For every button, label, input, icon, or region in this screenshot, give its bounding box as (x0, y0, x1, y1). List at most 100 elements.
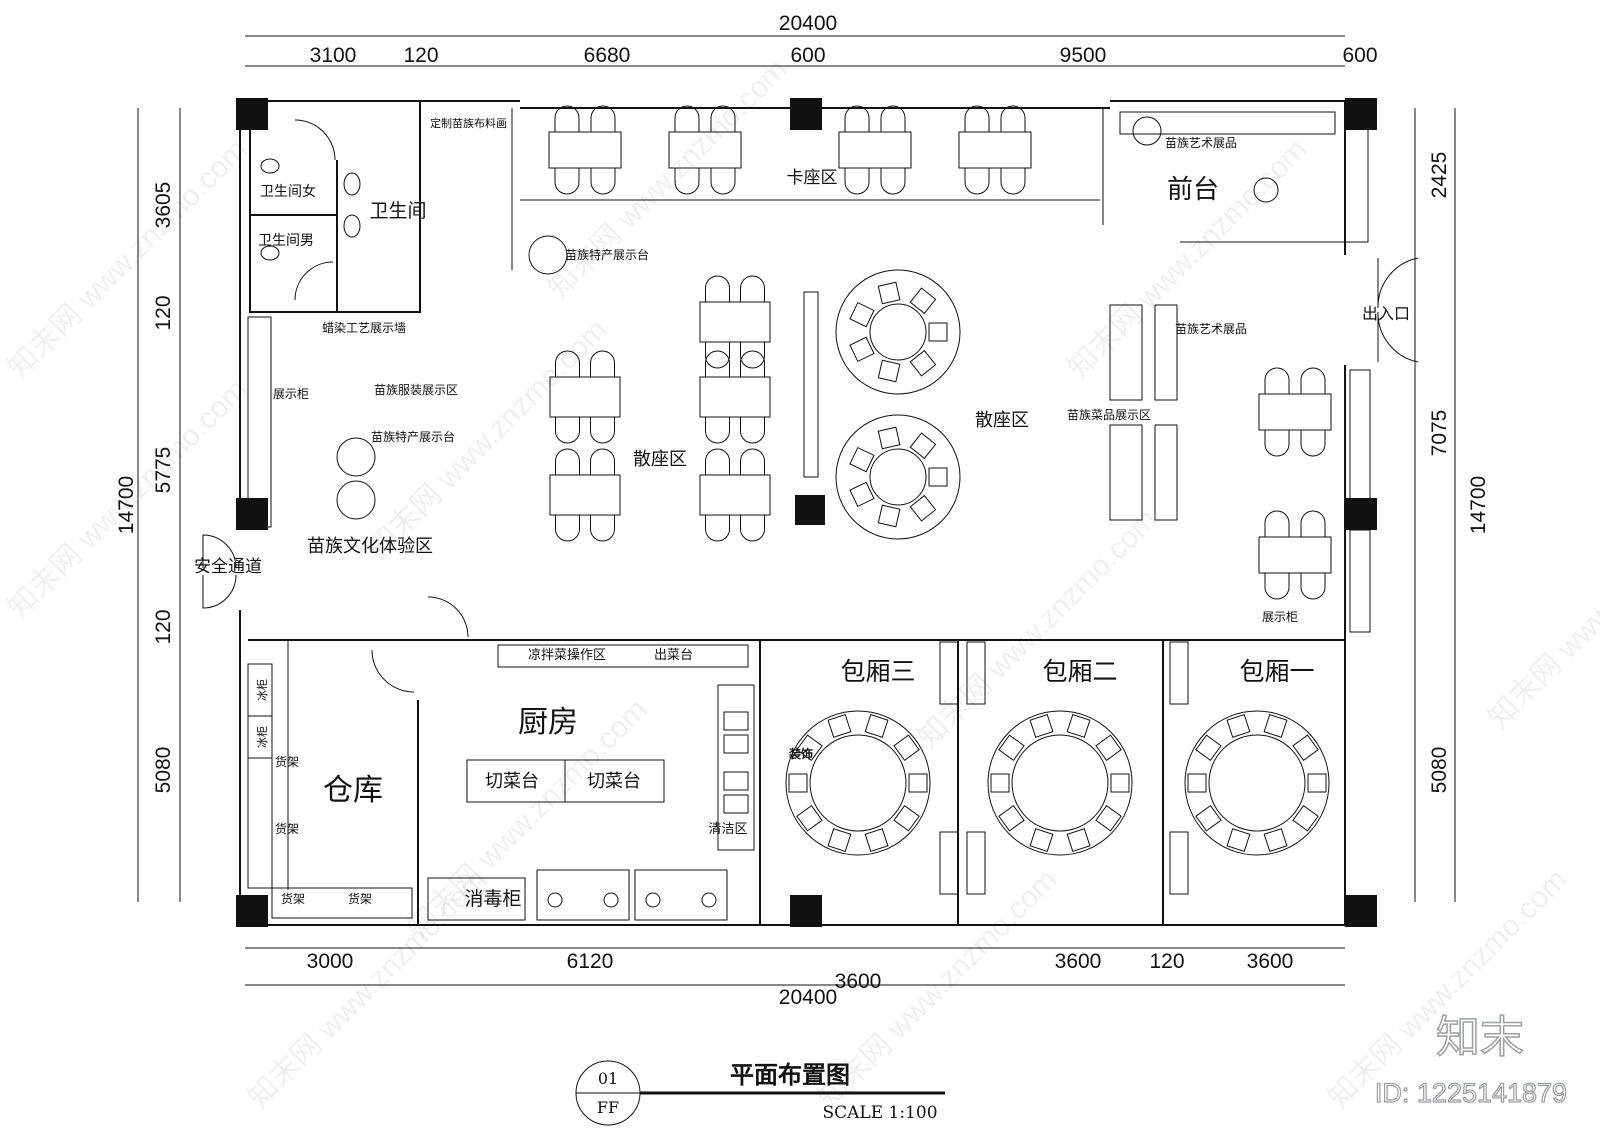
dining-table (838, 131, 912, 169)
dining-table (699, 301, 771, 343)
dim-left-0: 3605 (152, 182, 175, 229)
chair (554, 105, 580, 132)
chair (1292, 734, 1319, 762)
chair (705, 275, 730, 302)
burner (701, 892, 717, 908)
label-cutting-board-2: 切菜台 (587, 771, 641, 792)
chair (590, 168, 616, 195)
urinal (260, 245, 280, 261)
chair (1000, 105, 1026, 132)
dim-top-4: 9500 (1060, 44, 1107, 67)
chair (1066, 713, 1091, 738)
chair (1264, 367, 1290, 394)
dim-left-4: 5080 (152, 747, 175, 794)
chair (1095, 734, 1122, 762)
label-freezer-1: 冰柜 (256, 679, 269, 701)
label-cloth-painting: 定制苗族布料画 (430, 116, 507, 130)
chair (880, 105, 906, 132)
chair (909, 287, 937, 315)
shelf-unit (247, 757, 273, 889)
chair (590, 350, 615, 377)
chair (740, 275, 765, 302)
chair (849, 481, 875, 508)
dim-bottom-5: 3600 (1247, 950, 1294, 973)
label-decoration: 装饰 (788, 746, 813, 761)
chair (590, 448, 615, 475)
art-display-case (1154, 304, 1178, 401)
chair (740, 417, 765, 444)
chair (1263, 713, 1288, 738)
dim-top-total: 20400 (779, 12, 837, 35)
chair (740, 515, 765, 542)
chair (740, 350, 765, 377)
chair (1187, 773, 1207, 793)
chair (555, 515, 580, 542)
room-warehouse: 仓库 (323, 773, 383, 808)
chair (555, 417, 580, 444)
partition-screen (803, 291, 819, 478)
room-restroom: 卫生间 (369, 200, 426, 222)
dimensions-right: 14700 2425 7075 5080 (1428, 152, 1490, 794)
annotation-labels: 定制苗族布料画 苗族特产展示台 蜡染工艺展示墙 苗族服装展示区 展示柜 苗族特产… (256, 116, 1298, 910)
chair (844, 168, 870, 195)
display-stand (336, 480, 376, 520)
art-display-case (1154, 424, 1178, 521)
chair (864, 828, 889, 853)
chair (1029, 713, 1054, 738)
washbasin (343, 172, 361, 196)
chair (844, 105, 870, 132)
chair (590, 417, 615, 444)
chair (710, 168, 736, 195)
walls (239, 100, 1371, 926)
room-private-1: 包厢一 (1239, 657, 1314, 686)
dim-right-2: 5080 (1428, 747, 1451, 794)
chair (998, 734, 1025, 762)
dim-bottom-2: 3600 (835, 970, 882, 993)
screen-panel (1169, 831, 1189, 895)
round-table (869, 448, 927, 506)
banquet-table-rug (987, 710, 1133, 856)
label-cleaning-area: 清洁区 (708, 822, 747, 837)
screen-panel (939, 641, 959, 705)
doors (202, 119, 1419, 693)
display-stand (528, 235, 568, 275)
label-specialty-display-left: 苗族特产展示台 (371, 429, 455, 444)
dining-table (699, 474, 771, 516)
banquet-table (1011, 734, 1109, 832)
dining-table (668, 131, 742, 169)
chair (964, 168, 990, 195)
label-shelf-2: 货架 (275, 821, 299, 836)
sink-basin (723, 711, 749, 731)
title-text: 平面布置图 (730, 1061, 850, 1089)
screen-panel (939, 831, 959, 895)
chair (555, 448, 580, 475)
chair (590, 515, 615, 542)
label-cold-dish-area: 凉拌菜操作区 (528, 647, 606, 663)
chair (796, 804, 823, 832)
room-labels: 卫生间 卫生间女 卫生间男 卡座区 前台 出入口 安全通道 苗族文化体验区 散座… (194, 168, 1410, 808)
chair (796, 734, 823, 762)
chair (893, 734, 920, 762)
label-art-exhibit-mid: 苗族艺术展品 (1175, 322, 1247, 336)
brand-logo-text: 知末 (1436, 1012, 1524, 1063)
cold-dish-counter (497, 644, 749, 668)
dining-table (548, 131, 622, 169)
watermark-id: ID: 1225141879 (1375, 1078, 1567, 1108)
label-dish-display: 苗族菜品展示区 (1067, 408, 1151, 422)
chair (705, 515, 730, 542)
chair (909, 432, 937, 460)
dim-bottom-3: 3600 (1055, 950, 1102, 973)
dim-top-2: 6680 (584, 44, 631, 67)
dining-table (549, 376, 621, 418)
dim-top-1: 120 (403, 44, 438, 67)
room-lounge-left: 散座区 (633, 449, 687, 470)
chair (1264, 573, 1290, 600)
screen-panel (966, 641, 986, 705)
dimension-lines (137, 35, 1456, 986)
screen-panel (966, 831, 986, 895)
title-number: 01 (598, 1069, 618, 1088)
columns (236, 98, 1377, 927)
chair (674, 168, 700, 195)
dining-table (1258, 536, 1332, 574)
